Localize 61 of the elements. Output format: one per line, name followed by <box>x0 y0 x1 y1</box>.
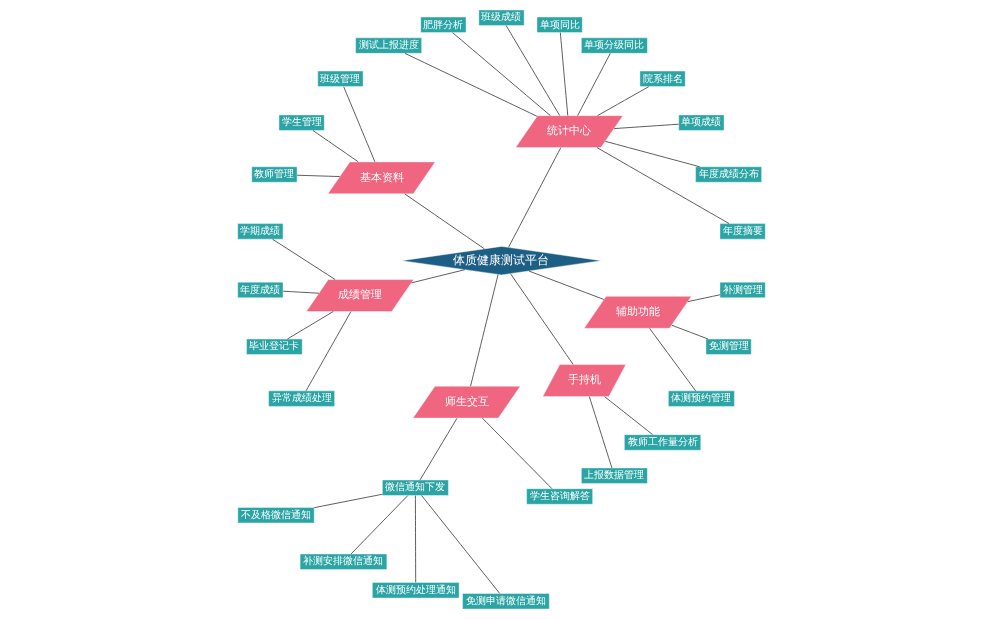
connector <box>671 324 709 340</box>
node-diamond: 体质健康测试平台 <box>401 246 602 276</box>
connector <box>597 86 650 117</box>
node-box: 教师工作量分析 <box>624 434 701 451</box>
connector <box>350 495 409 555</box>
node-box: 院系排名 <box>639 70 686 87</box>
node-box: 单项同比 <box>536 16 583 33</box>
connector <box>312 130 359 163</box>
connector <box>528 270 605 300</box>
node-box: 单项成绩 <box>678 114 725 131</box>
node-box: 班级成绩 <box>478 9 525 26</box>
node-box: 毕业登记卡 <box>246 338 303 355</box>
connector <box>505 25 561 116</box>
node-box: 班级管理 <box>317 70 364 87</box>
node-box: 学生咨询解答 <box>526 488 593 505</box>
connector <box>559 32 569 117</box>
node-box: 教师管理 <box>251 166 298 183</box>
connector <box>588 396 613 469</box>
node-box: 年度摘要 <box>719 223 766 240</box>
connector <box>414 495 417 583</box>
node-box: 学期成绩 <box>237 223 284 240</box>
connector <box>687 294 721 303</box>
connector <box>305 311 352 392</box>
node-box: 补测安排微信通知 <box>299 553 388 570</box>
connector <box>404 193 485 250</box>
connector <box>419 417 458 481</box>
connector <box>404 52 538 117</box>
node-box: 上报数据管理 <box>581 467 648 484</box>
node-box: 年度成绩分布 <box>695 166 762 183</box>
node-box: 补测管理 <box>719 281 766 298</box>
node-box: 不及格微信通知 <box>237 507 315 524</box>
connector <box>282 290 320 294</box>
node-box: 学生管理 <box>278 114 325 131</box>
connector <box>287 311 334 340</box>
node-box: 体测预约处理通知 <box>372 582 460 599</box>
connector <box>452 32 551 117</box>
connector <box>510 273 574 365</box>
node-box: 免测申请微信通知 <box>462 593 550 610</box>
node-box: 单项分级同比 <box>581 37 648 54</box>
node-box: 测试上报进度 <box>355 37 422 54</box>
connector <box>470 274 499 387</box>
node-box: 微信通知下发 <box>382 479 449 496</box>
connector <box>604 140 701 168</box>
connector <box>613 123 680 129</box>
connector <box>343 86 376 163</box>
connector <box>313 493 383 509</box>
connector <box>296 174 341 177</box>
connector <box>596 147 730 224</box>
connector <box>649 327 697 392</box>
connector <box>421 495 501 594</box>
connector <box>577 52 611 117</box>
connector <box>410 269 466 284</box>
node-box: 年度成绩 <box>237 281 284 298</box>
connector <box>272 238 336 280</box>
connector <box>604 396 653 435</box>
connector <box>508 147 562 248</box>
node-box: 免测管理 <box>705 338 752 355</box>
connector <box>481 417 553 490</box>
node-box: 肥胖分析 <box>420 16 467 33</box>
node-box: 体测预约管理 <box>668 390 735 407</box>
node-box: 异常成绩处理 <box>268 390 335 407</box>
